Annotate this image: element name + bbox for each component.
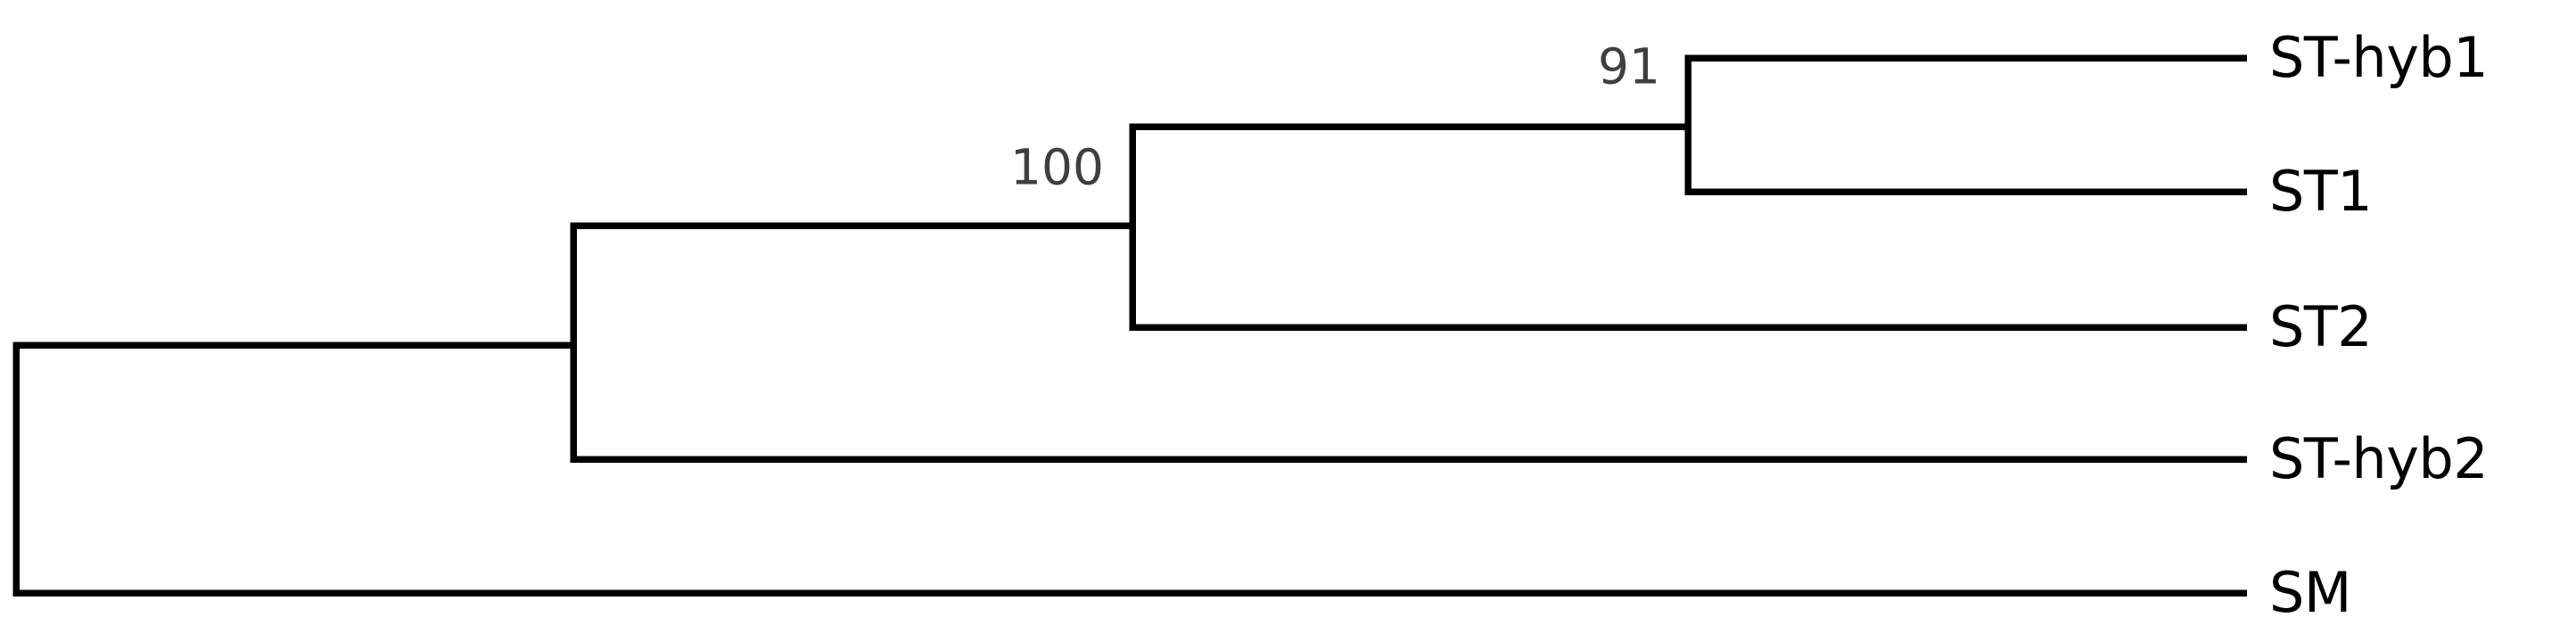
tip-label-st1: ST1 [2269,159,2373,224]
tip-label-st2: ST2 [2269,294,2373,359]
tip-label-st-hyb1: ST-hyb1 [2269,25,2489,90]
support-value-clade-91: 91 [1598,37,1660,95]
support-value-clade-100: 100 [1010,138,1104,196]
tip-label-sm: SM [2269,560,2351,625]
tip-label-st-hyb2: ST-hyb2 [2269,426,2489,491]
